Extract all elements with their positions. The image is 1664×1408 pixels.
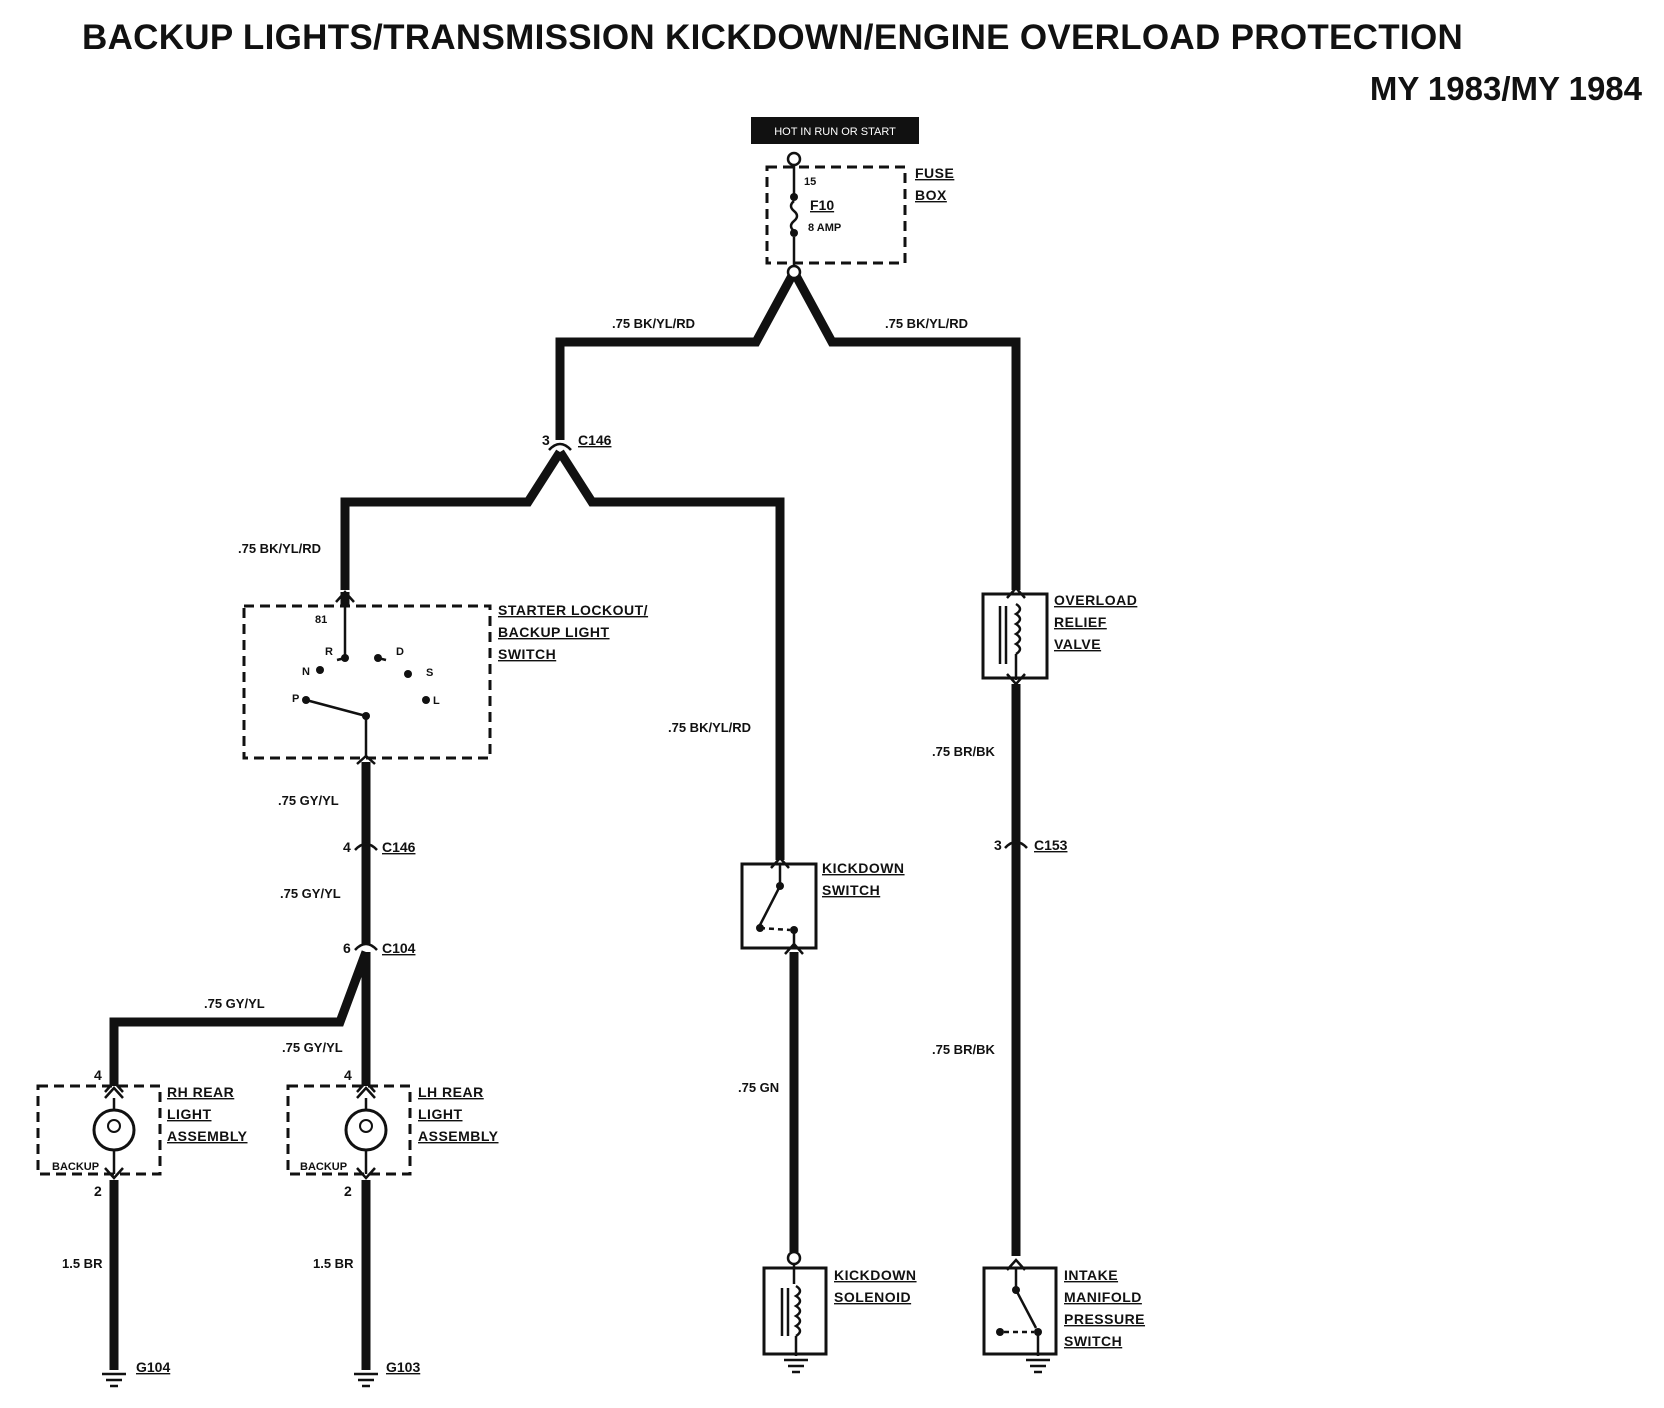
c104-pin: 6 — [343, 940, 351, 956]
fuse-terminal: 15 — [804, 176, 816, 188]
kickdown-switch: KICKDOWN SWITCH — [740, 856, 905, 955]
lh-lamp-label: BACKUP — [300, 1161, 347, 1173]
connector-c153-icon — [1004, 840, 1028, 849]
switch-pos-s: S — [426, 667, 433, 679]
lh-light-label-2: LIGHT — [418, 1106, 463, 1122]
wire-label-lh-ground: 1.5 BR — [313, 1256, 354, 1271]
fuse-box: 15 F10 8 AMP FUSE BOX — [765, 151, 954, 270]
overload-valve-label-1: OVERLOAD — [1054, 592, 1137, 608]
starter-switch-label-3: SWITCH — [498, 646, 556, 662]
power-label: HOT IN RUN OR START — [774, 126, 896, 138]
rh-light-label-3: ASSEMBLY — [167, 1128, 248, 1144]
switch-pos-r: R — [325, 646, 333, 658]
c153-name: C153 — [1034, 837, 1068, 853]
bulb-icon — [344, 1108, 388, 1152]
starter-lockout-switch: 81 R D N S P L STARTER LOCKOUT/ BACKUP L… — [242, 590, 648, 765]
terminal-circle-icon — [786, 151, 802, 167]
switch-pos-p: P — [292, 693, 299, 705]
connector-c146-top-icon — [548, 442, 572, 451]
fuse-icon — [789, 200, 799, 232]
c146-mid-name: C146 — [382, 839, 416, 855]
wire-to-switch — [340, 449, 564, 590]
fuse-id: F10 — [810, 197, 834, 213]
wire-top-right — [790, 269, 1021, 590]
lh-rear-light: 4 BACKUP 2 LH REAR LIGHT ASSEMBLY — [286, 1067, 499, 1199]
connector-c104-icon — [354, 942, 378, 951]
intake-pressure-switch: INTAKE MANIFOLD PRESSURE SWITCH — [982, 1258, 1145, 1374]
kickdown-solenoid: KICKDOWN SOLENOID — [762, 1250, 917, 1374]
c146-top-name: C146 — [578, 432, 612, 448]
wire-label-kickdown-out: .75 GN — [738, 1080, 779, 1095]
wire-label-switch-out: .75 GY/YL — [278, 793, 339, 808]
c146-top-pin: 3 — [542, 432, 550, 448]
kickdown-solenoid-label-1: KICKDOWN — [834, 1267, 917, 1283]
wire-to-kickdown — [556, 449, 785, 860]
wire-label-c153-out: .75 BR/BK — [932, 1042, 995, 1057]
fuse-rating: 8 AMP — [808, 222, 841, 234]
coil-icon — [793, 1284, 802, 1338]
intake-switch-label-1: INTAKE — [1064, 1267, 1118, 1283]
wire-label-top-right: .75 BK/YL/RD — [885, 316, 968, 331]
switch-pos-n: N — [302, 666, 310, 678]
kickdown-switch-label-2: SWITCH — [822, 882, 880, 898]
lh-pin-in: 4 — [344, 1067, 352, 1083]
switch-pos-l: L — [433, 695, 440, 707]
connector-c146-mid-icon — [354, 842, 378, 851]
wire-label-rh-ground: 1.5 BR — [62, 1256, 103, 1271]
rh-pin-out: 2 — [94, 1183, 102, 1199]
bulb-icon — [92, 1108, 136, 1152]
ground-g104-icon — [102, 1372, 126, 1388]
fuse-box-label-1: FUSE — [915, 165, 954, 181]
switch-pin: 81 — [315, 614, 327, 626]
starter-switch-label-1: STARTER LOCKOUT/ — [498, 602, 648, 618]
wire-label-lh-branch: .75 GY/YL — [282, 1040, 343, 1055]
rh-rear-light: 4 BACKUP 2 RH REAR LIGHT ASSEMBLY — [36, 1067, 248, 1199]
rh-light-label-1: RH REAR — [167, 1084, 234, 1100]
splice-icon — [786, 264, 802, 280]
intake-switch-label-2: MANIFOLD — [1064, 1289, 1142, 1305]
c153-pin: 3 — [994, 837, 1002, 853]
lh-light-label-3: ASSEMBLY — [418, 1128, 499, 1144]
c104-name: C104 — [382, 940, 416, 956]
wire-top-left — [555, 269, 798, 440]
lh-light-label-1: LH REAR — [418, 1084, 484, 1100]
wire-label-c146-out: .75 GY/YL — [280, 886, 341, 901]
kickdown-switch-label-1: KICKDOWN — [822, 860, 905, 876]
ground-g104-label: G104 — [136, 1359, 170, 1375]
diagram-title: BACKUP LIGHTS/TRANSMISSION KICKDOWN/ENGI… — [82, 18, 1464, 57]
overload-relief-valve: OVERLOAD RELIEF VALVE — [981, 586, 1137, 686]
wire-label-to-switch: .75 BK/YL/RD — [238, 541, 321, 556]
c146-mid-pin: 4 — [343, 839, 351, 855]
intake-switch-label-3: PRESSURE — [1064, 1311, 1145, 1327]
rh-light-label-2: LIGHT — [167, 1106, 212, 1122]
intake-switch-label-4: SWITCH — [1064, 1333, 1122, 1349]
power-label-box — [751, 117, 919, 144]
wire-to-rh-light — [109, 950, 371, 1086]
overload-valve-label-2: RELIEF — [1054, 614, 1107, 630]
kickdown-solenoid-label-2: SOLENOID — [834, 1289, 911, 1305]
wire-label-rh-branch: .75 GY/YL — [204, 996, 265, 1011]
fuse-box-label-2: BOX — [915, 187, 947, 203]
ground-g103-label: G103 — [386, 1359, 420, 1375]
wire-label-valve-out: .75 BR/BK — [932, 744, 995, 759]
overload-valve-label-3: VALVE — [1054, 636, 1101, 652]
arrow-up-icon — [335, 590, 355, 603]
switch-pos-d: D — [396, 646, 404, 658]
starter-switch-label-2: BACKUP LIGHT — [498, 624, 610, 640]
rh-pin-in: 4 — [94, 1067, 102, 1083]
coil-icon — [1013, 602, 1022, 656]
ground-g103-icon — [354, 1372, 378, 1388]
wire-label-to-kickdown: .75 BK/YL/RD — [668, 720, 751, 735]
diagram-subtitle: MY 1983/MY 1984 — [1369, 70, 1642, 107]
wire-label-top-left: .75 BK/YL/RD — [612, 316, 695, 331]
lh-pin-out: 2 — [344, 1183, 352, 1199]
rh-lamp-label: BACKUP — [52, 1161, 99, 1173]
